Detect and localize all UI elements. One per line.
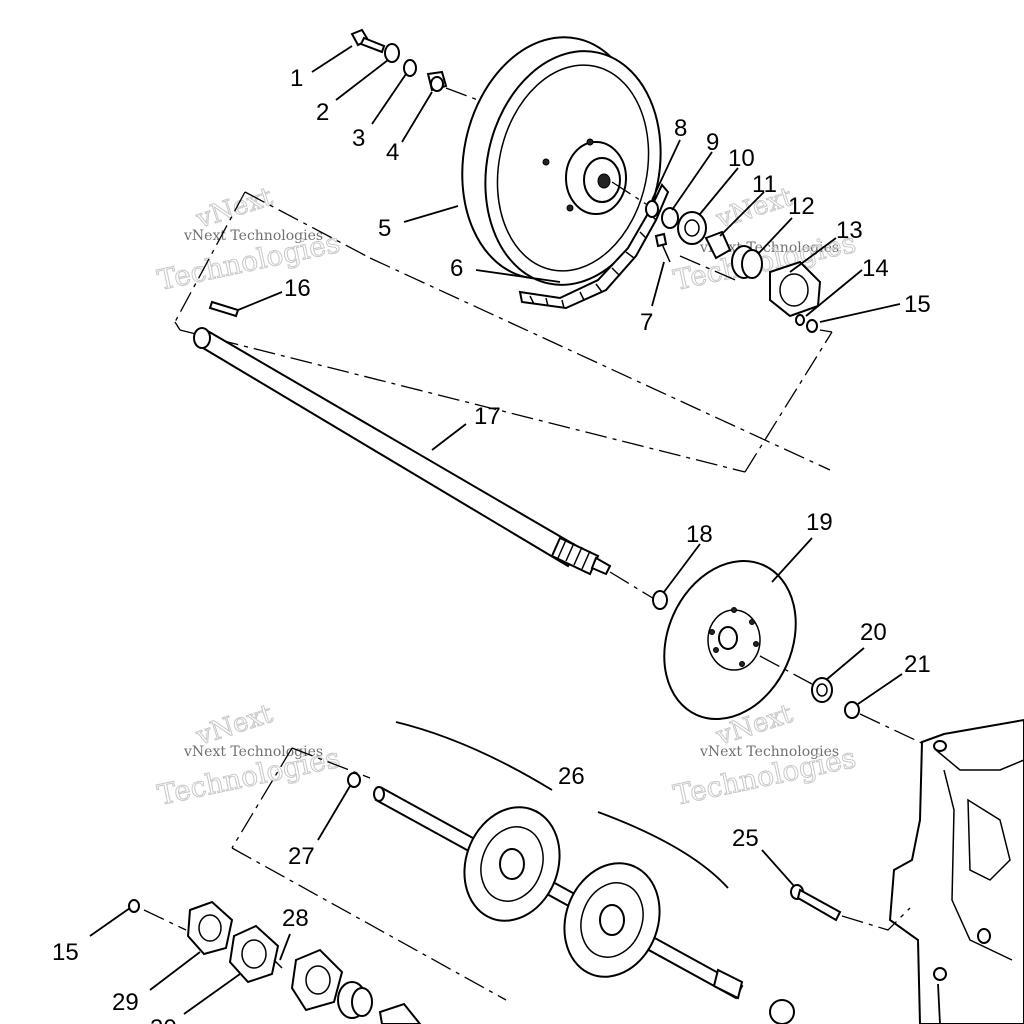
callout-5: 5 [378,215,391,242]
axis-line-lower [143,909,187,931]
callout-18: 18 [686,521,713,548]
bolt [350,28,386,54]
callout-7: 7 [640,309,653,336]
callout-15-upper: 15 [904,291,931,318]
flange-lower-3 [290,948,344,1012]
callout-14: 14 [862,255,889,282]
callout-26: 26 [558,763,585,790]
key-16 [208,300,240,318]
plug-27 [347,772,361,788]
nut-15-lower [128,899,140,913]
axis-line-bolt [445,87,479,101]
callout-4: 4 [386,139,399,166]
ring-21 [844,701,860,719]
sprocket-left [463,806,561,922]
axis-line-bolt-25 [841,907,911,931]
flange-29 [186,900,234,956]
svg-text:vNext Technologies: vNext Technologies [183,744,323,760]
svg-text:vNext: vNext [192,182,277,235]
svg-text:vNext Technologies: vNext Technologies [699,744,839,760]
callout-labels: 1 2 3 4 5 6 7 8 9 10 11 12 13 14 15 16 1… [52,65,931,1024]
drive-shaft-26 [373,786,744,1000]
sprocket-right [563,862,661,978]
bearing-lower [337,981,373,1019]
drive-pulley [461,36,662,286]
bolt-14 [795,314,805,326]
ring-18 [652,590,668,610]
upper-assembly-frame [174,191,833,473]
callout-13: 13 [836,217,863,244]
axis-line-upper [611,181,741,283]
callout-25: 25 [732,825,759,852]
brake-disc-19 [663,559,797,721]
callout-16: 16 [284,275,311,302]
spacer-4 [426,70,448,92]
axis-line-disc [759,655,929,747]
seal-lower-right [769,999,795,1024]
callout-11: 11 [752,171,777,198]
pin-28 [273,959,283,969]
bracket-26 [395,721,729,889]
chaincase-housing [888,718,1024,1024]
screw-7 [654,232,671,263]
washer-2 [384,43,400,63]
callout-8: 8 [674,115,687,142]
callout-2: 2 [316,99,329,126]
plate-30 [228,924,280,984]
callout-1: 1 [290,65,303,92]
callout-3: 3 [352,125,365,152]
nut-15 [806,319,818,333]
axis-line-shaft [609,571,657,601]
bearing-20 [811,677,833,703]
washer-8 [645,200,659,218]
seal-10 [677,211,707,245]
callout-10: 10 [728,145,755,172]
callout-6: 6 [450,255,463,282]
callout-15-lower: 15 [52,939,79,966]
callout-12: 12 [788,193,815,220]
flange-13 [769,260,822,318]
washer-3 [403,59,417,77]
callout-30: 30 [150,1015,177,1024]
callout-19: 19 [806,509,833,536]
bearing-12 [731,245,763,279]
callout-28: 28 [282,905,309,932]
bearing-plate-11 [704,230,732,260]
seal-lower [378,1002,422,1024]
leader-lines [89,45,941,1024]
shaft-17 [193,327,612,576]
callout-21: 21 [904,651,931,678]
watermark-bottom-left: vNext vNext Technologies Technologies [154,698,343,812]
svg-text:vNext Technologies: vNext Technologies [183,228,323,244]
callout-29: 29 [112,989,139,1016]
watermark-top-left: vNext vNext Technologies Technologies [154,181,343,297]
callout-20: 20 [860,619,887,646]
callout-9: 9 [706,129,719,156]
callout-27: 27 [288,843,315,870]
callout-17: 17 [474,403,501,430]
drive-chain [518,183,670,310]
bolt-25 [790,884,842,922]
washer-9 [661,207,679,229]
